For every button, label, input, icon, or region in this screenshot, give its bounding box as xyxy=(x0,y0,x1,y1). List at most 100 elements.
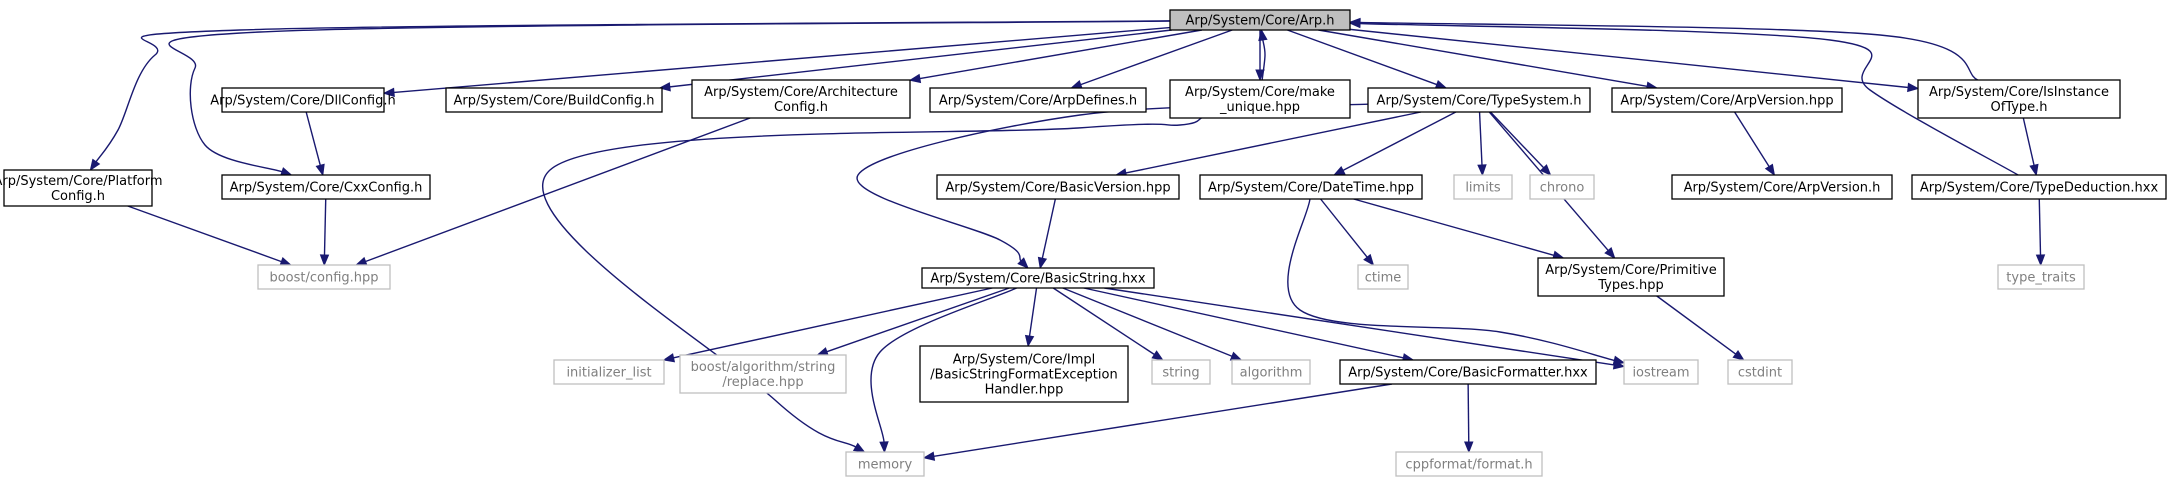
arrowhead xyxy=(1764,163,1776,177)
node-label: Arp/System/Core/IsInstance xyxy=(1929,85,2109,100)
node-typesystem[interactable]: Arp/System/Core/TypeSystem.h xyxy=(1367,87,1591,113)
node-arpversionhpp[interactable]: Arp/System/Core/ArpVersion.hpp xyxy=(1611,87,1843,113)
edge-line xyxy=(1489,111,1545,169)
edge-cxxconfig-to-boostconfig xyxy=(319,198,330,267)
edge-arp-to-dllconfig xyxy=(382,26,1171,98)
edge-basicformatter-to-cppformat xyxy=(1464,383,1474,454)
edge-basicversion-to-basicstring xyxy=(1037,198,1057,270)
node-cxxconfig[interactable]: Arp/System/Core/CxxConfig.h xyxy=(221,174,431,200)
edge-line xyxy=(1104,287,1615,366)
node-basicstringfmtexc[interactable]: Arp/System/Core/Impl/BasicStringFormatEx… xyxy=(919,345,1129,403)
edge-arp-to-archconfig xyxy=(908,29,1203,84)
edge-line xyxy=(1733,111,1770,167)
arrowhead xyxy=(908,73,922,84)
node-label: OfType.h xyxy=(1990,100,2047,115)
node-label: Arp/System/Core/BasicVersion.hpp xyxy=(945,181,1170,196)
node-label: algorithm xyxy=(1240,366,1303,381)
node-arpversionh[interactable]: Arp/System/Core/ArpVersion.h xyxy=(1671,174,1893,200)
edge-platformconfig-to-boostconfig xyxy=(127,205,293,266)
edge-line xyxy=(1478,111,1483,166)
node-basicstring[interactable]: Arp/System/Core/BasicString.hxx xyxy=(921,267,1155,289)
node-label: chrono xyxy=(1540,181,1585,196)
edge-line xyxy=(870,287,1017,443)
node-label: Arp/System/Core/CxxConfig.h xyxy=(230,181,423,196)
node-box xyxy=(919,345,1129,403)
node-box xyxy=(936,174,1180,200)
node-algorithm: algorithm xyxy=(1231,359,1311,385)
node-limits: limits xyxy=(1453,174,1513,200)
arrowhead xyxy=(1037,256,1048,270)
node-label: ctime xyxy=(1365,271,1402,286)
edge-line xyxy=(673,287,993,359)
arrowhead xyxy=(1017,257,1029,269)
node-label: iostream xyxy=(1632,366,1689,381)
node-label: Arp/System/Core/Primitive xyxy=(1545,263,1716,278)
node-arpdefines[interactable]: Arp/System/Core/ArpDefines.h xyxy=(929,87,1147,113)
edge-line xyxy=(2038,198,2042,256)
node-basicversion[interactable]: Arp/System/Core/BasicVersion.hpp xyxy=(936,174,1180,200)
node-basicformatter[interactable]: Arp/System/Core/BasicFormatter.hxx xyxy=(1339,359,1597,385)
edge-datetime-to-primitivetypes xyxy=(1353,198,1565,260)
node-label: type_traits xyxy=(2006,271,2076,286)
node-label: Arp/System/Core/DllConfig.h xyxy=(210,94,396,109)
node-box xyxy=(1911,174,2167,200)
arrowhead xyxy=(2035,254,2046,267)
arrowhead xyxy=(852,442,866,453)
node-label: Arp/System/Core/BasicFormatter.hxx xyxy=(1348,366,1588,381)
node-label: Arp/System/Core/BasicString.hxx xyxy=(930,272,1145,287)
node-iostream: iostream xyxy=(1623,359,1699,385)
node-box xyxy=(691,79,911,119)
edge-typesystem-to-chrono xyxy=(1489,111,1552,176)
arrowhead xyxy=(816,347,829,357)
node-datetime[interactable]: Arp/System/Core/DateTime.hpp xyxy=(1199,174,1423,200)
edge-line xyxy=(1349,28,1909,89)
node-dllconfig[interactable]: Arp/System/Core/DllConfig.h xyxy=(210,87,396,113)
edge-typesystem-to-basicversion xyxy=(1114,111,1422,178)
node-label: /replace.hpp xyxy=(722,375,803,390)
edge-line xyxy=(1342,111,1457,172)
node-label: boost/algorithm/string xyxy=(691,360,836,375)
arrowhead xyxy=(1732,349,1745,361)
node-buildconfig[interactable]: Arp/System/Core/BuildConfig.h xyxy=(445,87,663,113)
node-boostconfig: boost/config.hpp xyxy=(257,264,391,290)
edges-layer xyxy=(89,17,2046,461)
edge-isinstanceoftype-to-arp xyxy=(1348,17,1979,81)
edge-line xyxy=(1261,39,1266,81)
node-box xyxy=(1623,359,1699,385)
arrowhead xyxy=(1477,164,1487,177)
arrowhead xyxy=(1258,28,1268,42)
edge-line xyxy=(1359,22,2019,176)
edge-line xyxy=(168,20,1171,173)
node-cstdint: cstdint xyxy=(1727,359,1793,385)
arrowhead xyxy=(1151,350,1164,361)
node-label: memory xyxy=(858,458,913,473)
arrowhead xyxy=(319,254,330,267)
node-typededuction[interactable]: Arp/System/Core/TypeDeduction.hxx xyxy=(1911,174,2167,200)
arrowhead xyxy=(879,441,889,454)
node-label: Arp/System/Core/Platform xyxy=(0,174,163,189)
node-memory: memory xyxy=(845,451,925,477)
edge-typesystem-to-limits xyxy=(1477,111,1487,177)
edge-basicstring-to-basicstringfmtexc xyxy=(1024,287,1038,348)
node-makeunique[interactable]: Arp/System/Core/make_unique.hpp xyxy=(1169,79,1351,119)
node-box xyxy=(1727,359,1793,385)
edge-line xyxy=(826,287,1010,353)
node-label: Arp/System/Core/DateTime.hpp xyxy=(1208,181,1414,196)
edge-line xyxy=(919,29,1203,80)
edge-datetime-to-ctime xyxy=(1320,198,1375,267)
node-cppformat: cppformat/format.h xyxy=(1395,451,1543,477)
edge-line xyxy=(305,111,321,166)
edge-line xyxy=(1359,21,1979,81)
node-label: /BasicStringFormatException xyxy=(930,368,1117,383)
node-label: initializer_list xyxy=(566,366,651,381)
node-label: Arp/System/Core/Arp.h xyxy=(1185,14,1334,29)
edge-line xyxy=(2022,117,2035,166)
edge-arpversionhpp-to-arpversionh xyxy=(1733,111,1776,177)
node-arp[interactable]: Arp/System/Core/Arp.h xyxy=(1169,9,1351,31)
node-label: boost/config.hpp xyxy=(269,271,378,286)
